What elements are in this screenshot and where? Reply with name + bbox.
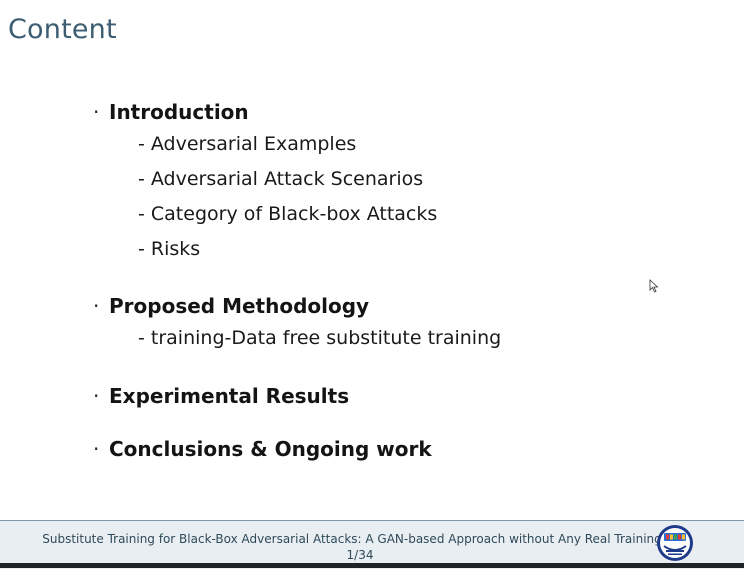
apsipa-logo-icon [657,525,693,561]
section-label: Experimental Results [109,384,350,408]
section-label: Conclusions & Ongoing work [109,437,432,461]
bullet-marker: · [93,437,100,461]
sub-item: - training-Data free substitute training [138,327,502,349]
bullet-marker: · [93,294,100,318]
page-number: 1/34 [346,548,374,562]
bullet-marker: · [93,100,100,124]
sub-item: - Category of Black-box Attacks [138,203,438,225]
sub-item: - Risks [138,238,201,260]
footer-title: Substitute Training for Black-Box Advers… [42,532,662,546]
section-label: Introduction [109,100,249,124]
mouse-cursor-icon [649,279,659,293]
section-introduction: · Introduction - Adversarial Examples - … [93,100,437,260]
window-bottom-edge [0,563,744,568]
sub-item: - Adversarial Examples [138,133,357,155]
section-conclusions: · Conclusions & Ongoing work [93,437,432,461]
bullet-marker: · [93,384,100,408]
sub-item: - Adversarial Attack Scenarios [138,168,424,190]
slide-title: Content [8,14,117,45]
section-proposed-methodology: · Proposed Methodology - training-Data f… [93,294,501,349]
section-label: Proposed Methodology [109,294,370,318]
section-experimental-results: · Experimental Results [93,384,349,408]
slide-footer: Substitute Training for Black-Box Advers… [0,520,744,569]
